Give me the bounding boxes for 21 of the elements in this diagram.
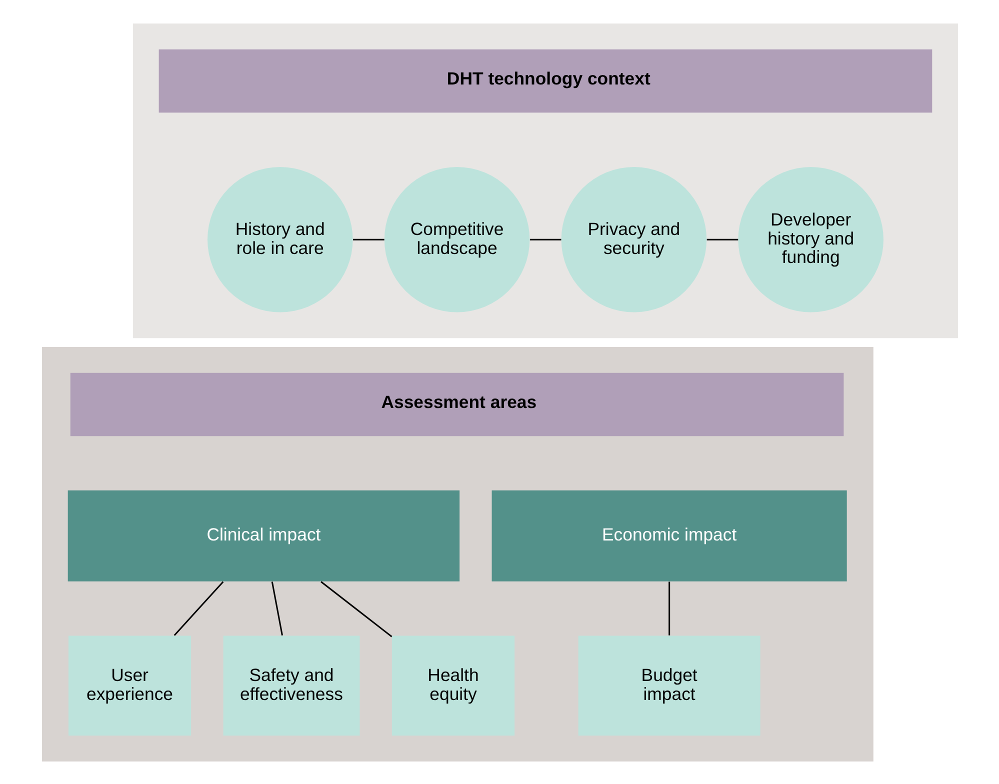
node-box: Economic impact <box>491 490 846 581</box>
node-circle: Developer history and funding <box>738 166 883 312</box>
cluster <box>132 23 958 338</box>
node-box: Health equity <box>391 635 514 736</box>
connector <box>320 580 392 637</box>
cluster <box>41 346 873 761</box>
node-circle: Privacy and security <box>560 166 706 312</box>
node-box: Assessment areas <box>70 372 844 436</box>
connector <box>173 580 224 636</box>
node-box: User experience <box>68 635 191 736</box>
connector <box>706 238 738 240</box>
connector <box>529 238 561 240</box>
node-box: Budget impact <box>578 635 760 736</box>
connector <box>352 238 384 240</box>
node-circle: Competitive landscape <box>384 166 530 312</box>
node-box: DHT technology context <box>158 48 932 112</box>
connector <box>270 581 282 635</box>
node-box: Safety and effectiveness <box>222 635 360 736</box>
node-box: Clinical impact <box>67 490 460 581</box>
node-circle: History and role in care <box>206 166 352 312</box>
connector <box>668 581 670 635</box>
